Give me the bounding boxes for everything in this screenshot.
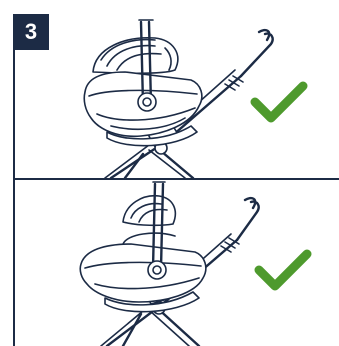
infant-car-seat: [80, 182, 206, 312]
checkmark-icon: [255, 86, 303, 118]
panel-2-illustration: [15, 180, 339, 346]
checkmark-icon: [259, 254, 307, 286]
panel-1-illustration: [15, 14, 339, 178]
